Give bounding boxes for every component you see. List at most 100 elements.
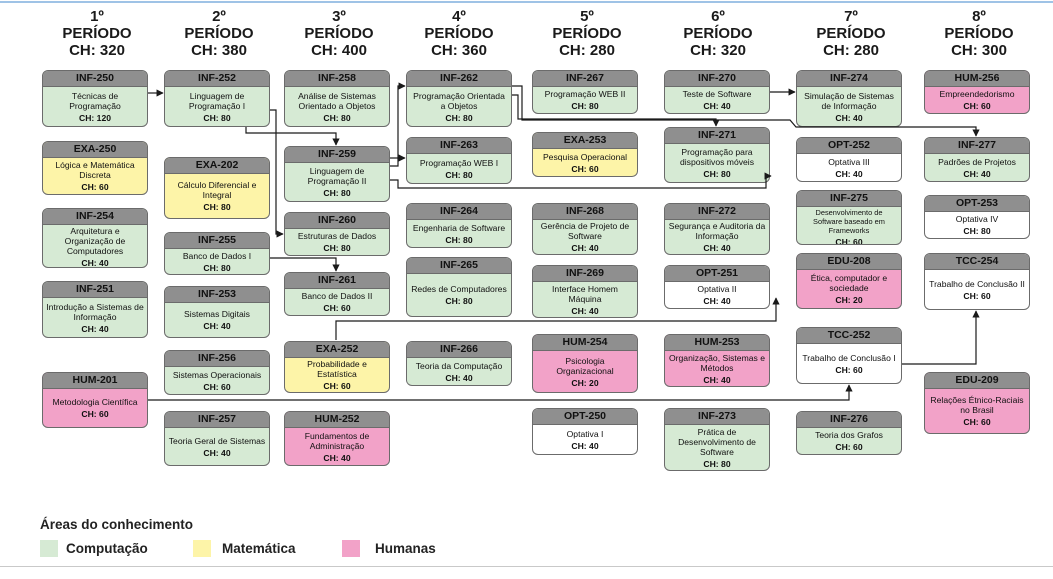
period-workload: CH: 280 xyxy=(559,42,615,59)
course-hours: CH: 40 xyxy=(835,112,863,123)
course-code: HUM-256 xyxy=(925,71,1029,87)
course-code: INF-254 xyxy=(43,209,147,225)
course-name: Trabalho de Conclusão I xyxy=(802,352,896,363)
period-label: PERÍODO xyxy=(424,25,494,42)
course-name: Trabalho de Conclusão II xyxy=(929,278,1025,289)
course-code: INF-276 xyxy=(797,412,901,428)
course-code: INF-258 xyxy=(285,71,389,87)
period-ordinal: 2º xyxy=(212,8,226,25)
course-hours: CH: 80 xyxy=(445,112,473,123)
course-name: Ética, computador e sociedade xyxy=(810,273,888,293)
course-code: EXA-253 xyxy=(533,133,637,149)
legend-swatch-humanas xyxy=(342,540,360,557)
course-name: Redes de Computadores xyxy=(411,284,507,294)
course-code: INF-255 xyxy=(165,233,269,249)
arrow-inf259-inf262 xyxy=(390,82,406,167)
course-code: INF-261 xyxy=(285,273,389,289)
course-name: Lógica e Matemática Discreta xyxy=(55,160,135,180)
course-code: INF-271 xyxy=(665,128,769,144)
course-code: TCC-254 xyxy=(925,254,1029,270)
course-name: Gerência de Projeto de Software xyxy=(540,221,630,241)
course-hours: CH: 40 xyxy=(963,168,991,179)
course-code: INF-250 xyxy=(43,71,147,87)
course-name: Análise de Sistemas Orientado a Objetos xyxy=(298,90,376,111)
course-name: Optativa I xyxy=(566,428,604,439)
course-name: Introdução a Sistemas de Informação xyxy=(46,301,144,322)
period-workload: CH: 380 xyxy=(191,42,247,59)
course-code: HUM-201 xyxy=(43,373,147,389)
course-hours: CH: 60 xyxy=(81,182,109,192)
legend-label-humanas: Humanas xyxy=(375,541,436,556)
course-hours: CH: 40 xyxy=(203,447,231,458)
course-hours: CH: 80 xyxy=(323,112,351,123)
course-hours: CH: 80 xyxy=(445,234,473,245)
legend-swatch-computacao xyxy=(40,540,58,557)
course-name: Empreendedorismo xyxy=(939,89,1015,99)
course-hours: CH: 60 xyxy=(835,442,863,452)
course-code: OPT-250 xyxy=(533,409,637,425)
course-hours: CH: 80 xyxy=(323,188,351,198)
course-name: Fundamentos de Administração xyxy=(304,430,370,451)
course-code: OPT-253 xyxy=(925,196,1029,212)
period-label: PERÍODO xyxy=(944,25,1014,42)
course-code: INF-257 xyxy=(165,412,269,428)
course-code: INF-263 xyxy=(407,138,511,154)
course-name: Engenharia de Software xyxy=(412,222,506,233)
course-code: INF-269 xyxy=(533,266,637,282)
course-name: Desenvolvimento de Software baseado em F… xyxy=(813,208,885,235)
course-code: HUM-254 xyxy=(533,335,637,351)
course-code: OPT-251 xyxy=(665,266,769,282)
course-name: Psicologia Organizacional xyxy=(556,355,614,376)
course-name: Teste de Software xyxy=(682,89,752,99)
course-name: Teoria Geral de Sistemas xyxy=(168,435,266,446)
course-hours: CH: 40 xyxy=(203,321,231,331)
course-code: EDU-209 xyxy=(925,373,1029,389)
course-name: Programação para dispositivos móveis xyxy=(679,147,755,167)
period-workload: CH: 320 xyxy=(690,42,746,59)
course-hours: CH: 60 xyxy=(81,409,109,419)
course-code: INF-275 xyxy=(797,191,901,207)
course-name: Optativa IV xyxy=(955,214,999,224)
arrow-inf262-inf271 xyxy=(512,94,720,127)
course-name: Padrões de Projetos xyxy=(938,156,1016,167)
course-hours: CH: 40 xyxy=(703,374,731,385)
period-ordinal: 5º xyxy=(580,8,594,25)
course-name: Optativa III xyxy=(828,156,870,167)
course-hours: CH: 80 xyxy=(703,458,731,469)
course-code: INF-259 xyxy=(285,147,389,163)
course-hours: CH: 80 xyxy=(963,226,991,236)
course-code: INF-274 xyxy=(797,71,901,87)
course-hours: CH: 20 xyxy=(571,377,599,388)
period-workload: CH: 320 xyxy=(69,42,125,59)
course-hours: CH: 80 xyxy=(203,262,231,273)
course-name: Teoria da Computação xyxy=(415,360,503,371)
course-name: Programação WEB II xyxy=(544,89,626,99)
legend-swatch-matematica xyxy=(193,540,211,557)
course-code: INF-272 xyxy=(665,204,769,220)
course-hours: CH: 80 xyxy=(323,243,351,253)
course-hours: CH: 60 xyxy=(323,381,351,391)
course-hours: CH: 40 xyxy=(703,101,731,111)
course-name: Linguagem de Programação II xyxy=(307,166,367,186)
top-border-line xyxy=(0,1,1053,3)
